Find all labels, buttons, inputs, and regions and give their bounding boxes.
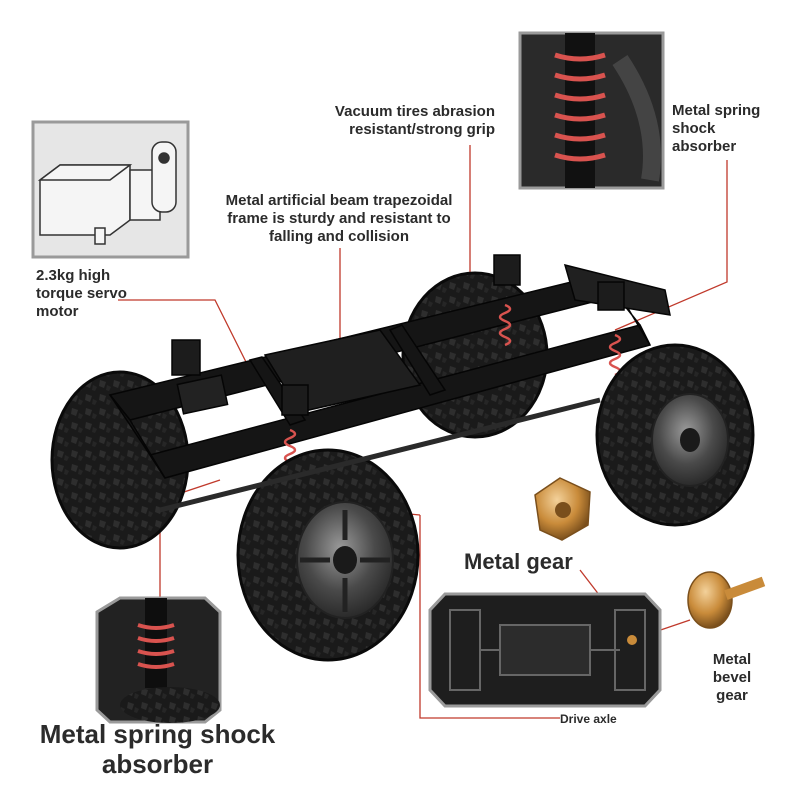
metal-gear-callout: Metal gear [464,549,573,574]
servo-callout-line [118,299,251,371]
shock-top-callout-line1: Metal spring [672,102,761,119]
servo-callout-line1: 2.3kg high [36,267,111,284]
bevel-gear-callout-line3: gear [716,687,748,704]
shock-top-callout: Metal spring shock absorber [672,102,760,156]
bevel-gear-callout-line2: bevel [712,669,752,686]
servo-callout: 2.3kg high torque servo motor [36,267,127,321]
chassis-frame [108,254,671,479]
shock-top-callout-line3: absorber [672,138,737,155]
bevel-gear-callout: Metal bevel gear [700,651,764,705]
tires-callout: Vacuum tires abrasion resistant/strong g… [305,103,495,139]
shock-bottom-callout: Metal spring shock absorber [20,719,295,780]
shock-top-callout-line [614,160,728,331]
drive-axle-inset [428,592,662,708]
drive-axle-callout: Drive axle [560,712,617,726]
servo-inset [31,120,190,259]
bevel-gear-graphic [687,571,766,629]
shock-bottom-callout-line2: absorber [101,748,214,779]
tires-callout-line2: resistant/strong grip [349,121,495,138]
metal-gear-graphic [534,477,591,541]
drive-axle-callout-line [419,515,560,719]
frame-callout-line3: falling and collision [268,228,409,245]
frame-callout-line2: frame is sturdy and resistant to [227,210,451,227]
frame-callout-line1: Metal artificial beam trapezoidal [225,192,453,209]
servo-callout-line3: motor [36,303,79,320]
front-left-tire [236,448,420,662]
front-right-tire [595,343,755,527]
bevel-gear-callout-line1: Metal [712,651,752,668]
servo-callout-line2: torque servo [36,285,127,302]
frame-callout: Metal artificial beam trapezoidal frame … [205,192,473,246]
tires-callout-line1: Vacuum tires abrasion [334,103,495,120]
shock-inset-bottom [95,596,222,724]
shock-bottom-callout-line1: Metal spring shock [39,719,276,749]
shock-top-callout-line2: shock [672,120,716,137]
drive-shaft [159,397,601,513]
shock-inset-top [518,31,665,190]
